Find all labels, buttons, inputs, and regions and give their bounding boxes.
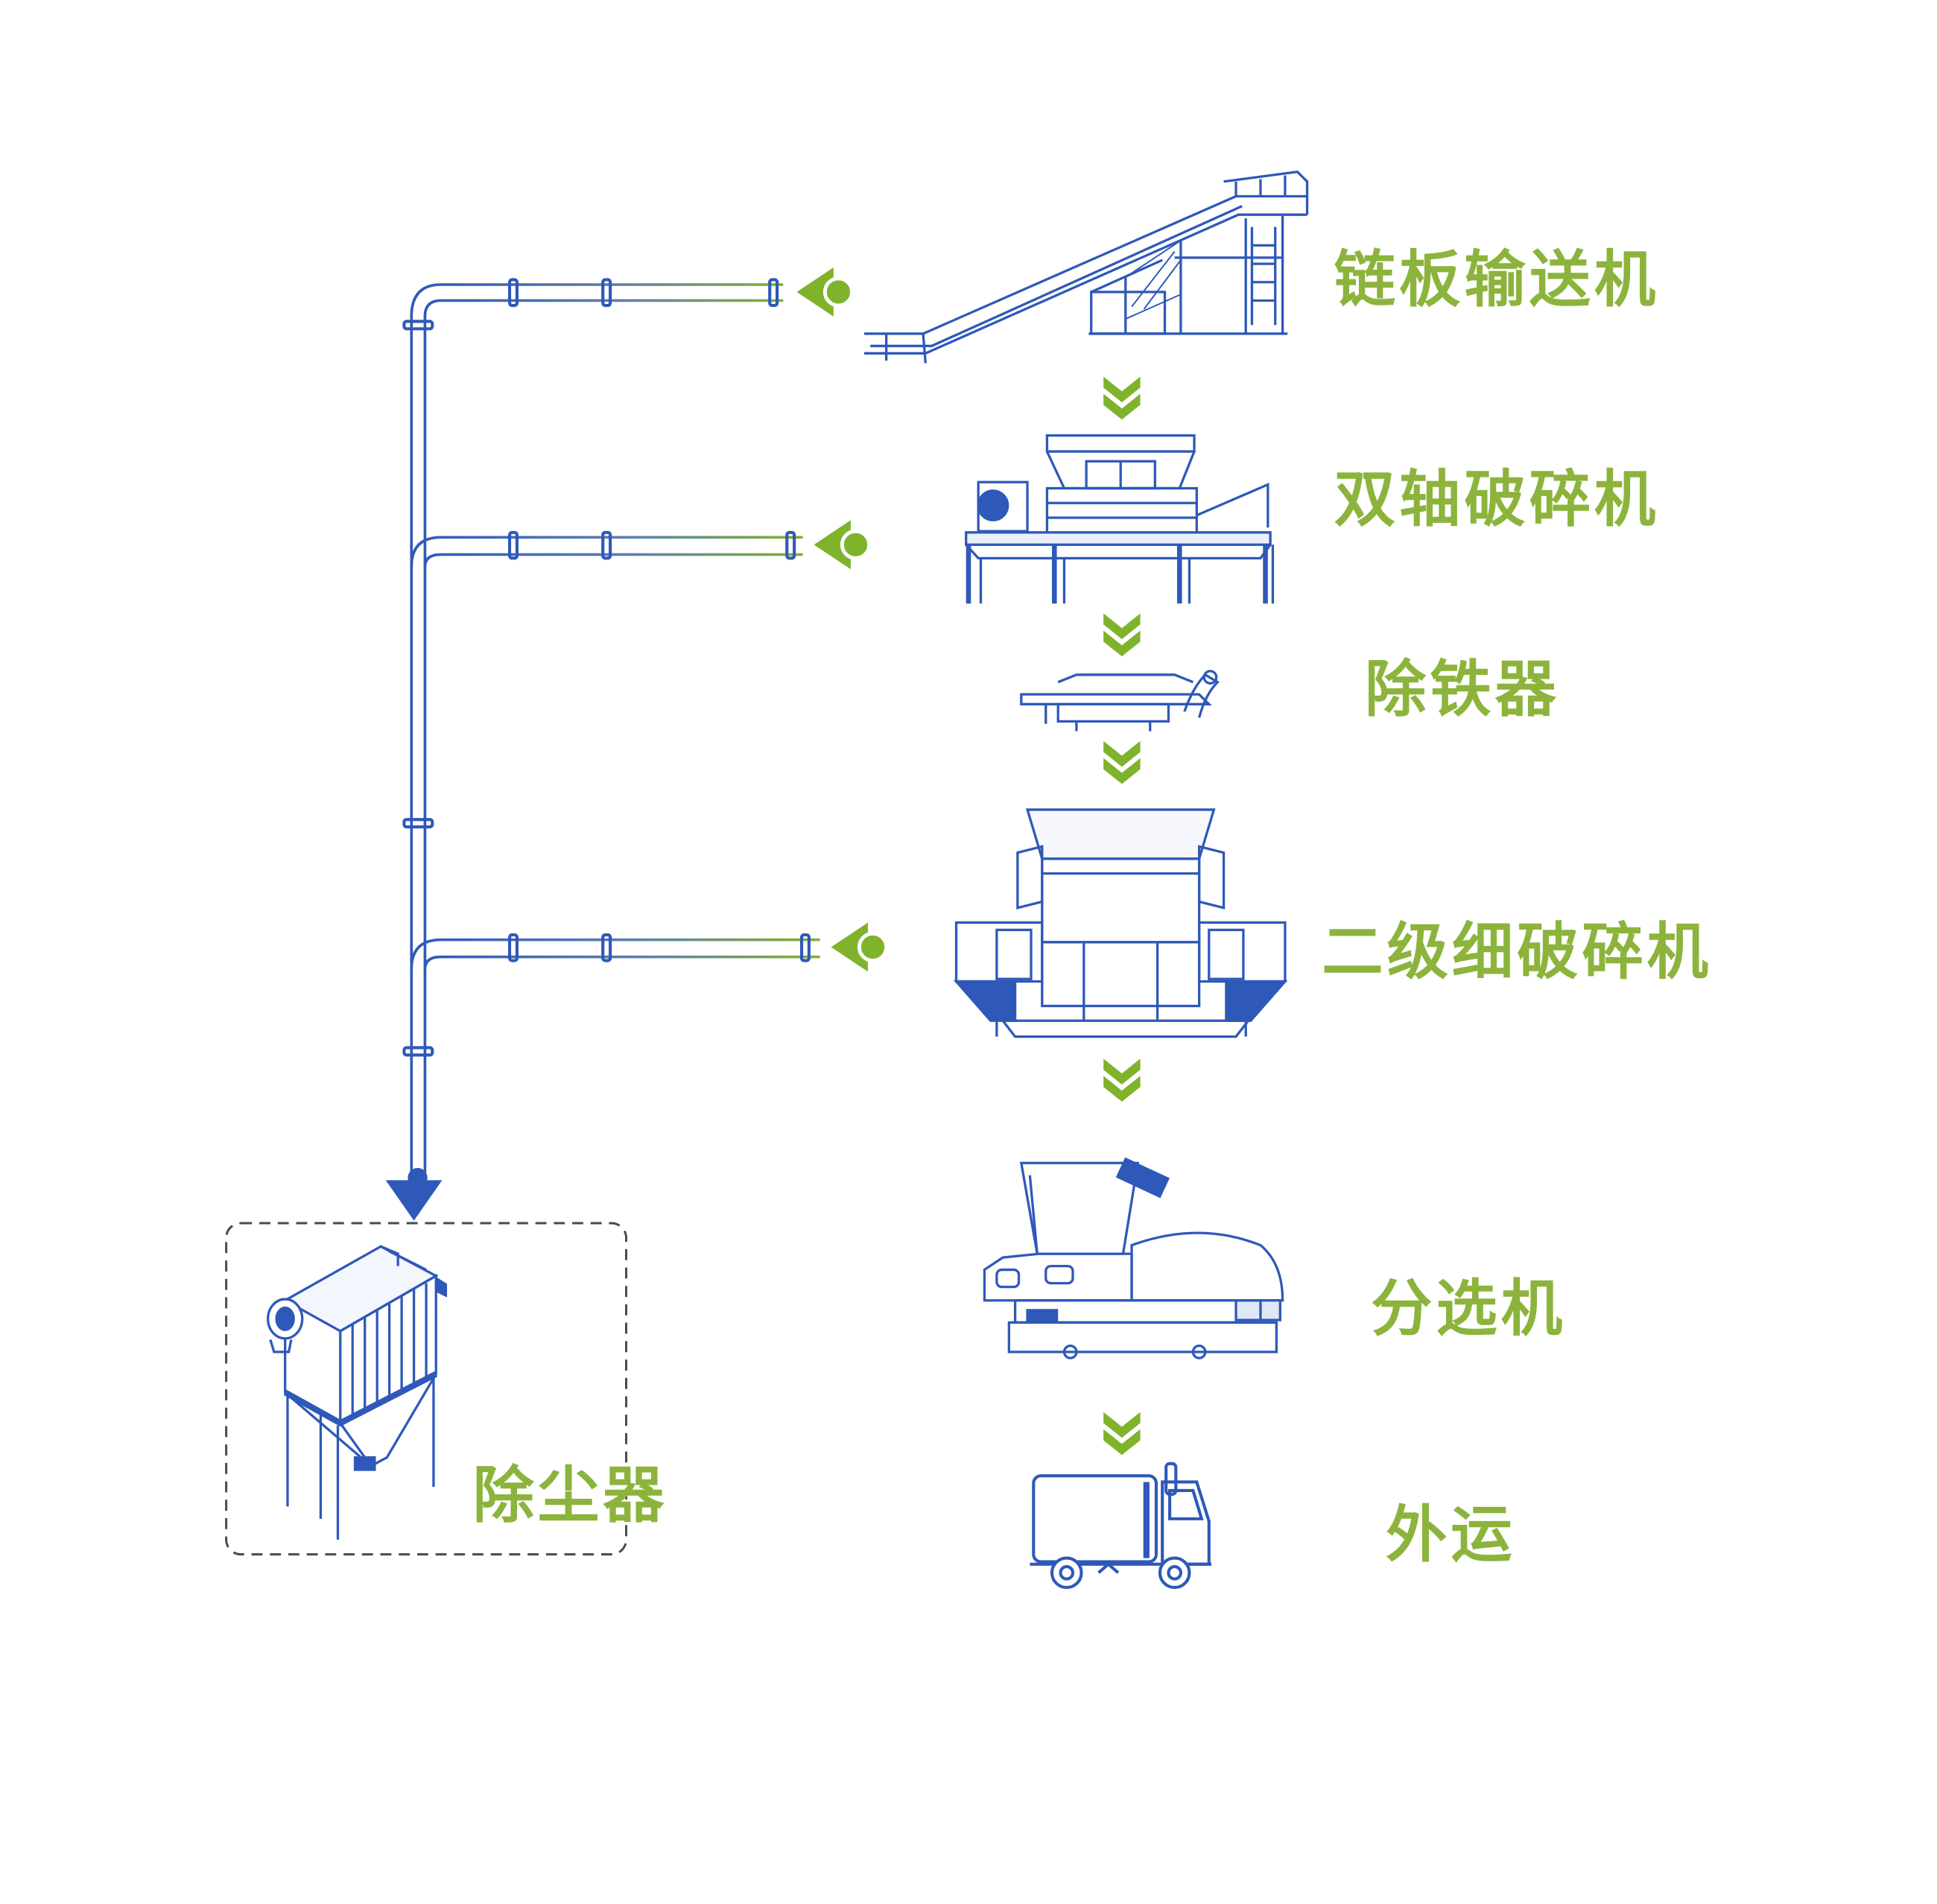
label-transport-out: 外运	[1386, 1499, 1516, 1570]
chevron-down-double-icon	[1103, 740, 1141, 784]
label-separator: 分选机	[1371, 1273, 1566, 1345]
duct-coupling	[768, 278, 779, 308]
separator-illustration	[983, 1157, 1284, 1359]
chevron-down-double-icon	[1103, 1059, 1141, 1102]
secondary-fine-crusher-illustration	[953, 808, 1288, 1038]
chain-conveyor-illustration	[864, 170, 1309, 364]
duct-coupling	[799, 933, 811, 962]
label-iron-remover: 除铁器	[1365, 654, 1560, 726]
truck-illustration	[1030, 1462, 1212, 1590]
label-secondary-fine-crusher: 二级细破碎机	[1322, 916, 1712, 988]
duct-branch-middle	[410, 536, 803, 568]
dust-collector-frame	[225, 1222, 627, 1556]
arrow-down-icon	[385, 1167, 443, 1221]
label-twin-shaft-shredder: 双轴破碎机	[1334, 463, 1659, 535]
suction-nozzle-icon	[814, 520, 869, 569]
duct-coupling	[402, 818, 434, 829]
duct-branch-top	[410, 283, 784, 318]
dust-collector-illustration	[266, 1245, 448, 1540]
twin-shaft-shredder-illustration	[965, 434, 1275, 604]
duct-coupling	[785, 530, 796, 560]
label-dust-collector: 除尘器	[473, 1460, 668, 1532]
chevron-down-double-icon	[1103, 613, 1141, 657]
duct-coupling	[402, 1046, 434, 1057]
duct-branch-lower	[410, 938, 820, 971]
suction-nozzle-icon	[831, 922, 887, 971]
duct-coupling	[507, 933, 519, 962]
dust-duct-system	[402, 278, 820, 1178]
duct-coupling	[507, 278, 519, 308]
iron-remover-illustration	[1020, 670, 1220, 732]
main-duct-vertical	[410, 315, 427, 1173]
duct-coupling	[601, 933, 612, 962]
duct-coupling	[507, 530, 519, 560]
suction-nozzle-icon	[796, 267, 852, 317]
label-chain-conveyor: 链板输送机	[1334, 244, 1659, 315]
duct-coupling	[601, 530, 612, 560]
duct-coupling	[601, 278, 612, 308]
chevron-down-double-icon	[1103, 1412, 1141, 1456]
chevron-down-double-icon	[1103, 376, 1141, 420]
duct-coupling	[402, 320, 434, 331]
